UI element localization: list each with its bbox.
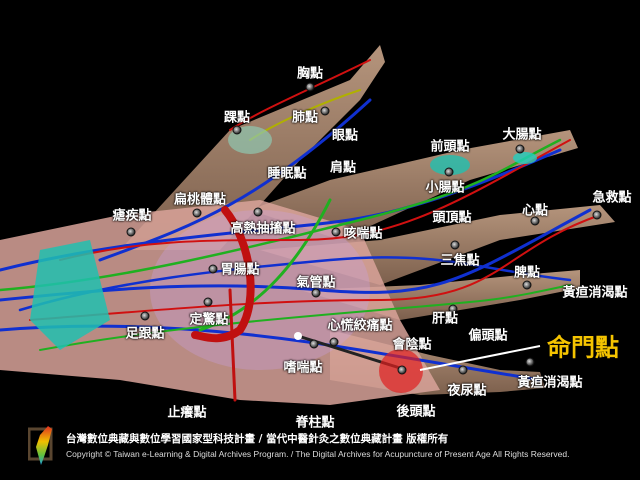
label-perineum: 會陰點 bbox=[392, 337, 432, 353]
acupoint-dot[interactable] bbox=[253, 207, 263, 217]
acupoint-dot[interactable] bbox=[444, 167, 454, 177]
label-first-aid: 急救點 bbox=[592, 190, 632, 206]
acupoint-dot[interactable] bbox=[592, 210, 602, 220]
label-sanjiao: 三焦點 bbox=[440, 253, 480, 269]
acupoint-dot[interactable] bbox=[331, 227, 341, 237]
copyright-english: Copyright © Taiwan e-Learning & Digital … bbox=[66, 449, 570, 459]
label-malaria: 瘧疾點 bbox=[112, 208, 152, 224]
acupoint-dot[interactable] bbox=[458, 365, 468, 375]
label-itch: 止癢點 bbox=[167, 405, 207, 421]
label-jaundice-2: 黃疸消渴點 bbox=[517, 375, 583, 391]
label-nocturia: 夜尿點 bbox=[447, 383, 487, 399]
acupoint-dot[interactable] bbox=[320, 106, 330, 116]
label-large-intestine: 大腸點 bbox=[502, 127, 542, 143]
acupoint-dot[interactable] bbox=[448, 304, 458, 314]
acupoint-dot[interactable] bbox=[397, 365, 407, 375]
label-high-fever: 高熱抽搐點 bbox=[230, 221, 296, 237]
label-liver: 肝點 bbox=[431, 311, 459, 327]
leader-line bbox=[419, 345, 541, 371]
label-ankle: 踝點 bbox=[223, 110, 251, 126]
label-shoulder: 肩點 bbox=[329, 160, 357, 176]
acupoint-dot[interactable] bbox=[126, 227, 136, 237]
acupoint-dot[interactable] bbox=[140, 311, 150, 321]
label-eye: 眼點 bbox=[331, 128, 359, 144]
acupoint-dot[interactable] bbox=[515, 144, 525, 154]
label-angina: 心慌絞痛點 bbox=[327, 318, 393, 334]
index-finger bbox=[250, 130, 578, 240]
label-cough: 咳喘點 bbox=[343, 226, 383, 242]
acupoint-dot[interactable] bbox=[232, 125, 242, 135]
label-vertex: 頭頂點 bbox=[432, 210, 472, 226]
label-sleep: 睡眠點 bbox=[267, 166, 307, 182]
acupoint-dot[interactable] bbox=[309, 339, 319, 349]
copyright-chinese: 台灣數位典藏與數位學習國家型科技計畫 / 當代中醫針灸之數位典藏計畫 版權所有 bbox=[66, 433, 449, 445]
label-stomach: 胃腸點 bbox=[220, 262, 260, 278]
label-calm: 定驚點 bbox=[189, 312, 229, 328]
acupoint-dot[interactable] bbox=[530, 216, 540, 226]
label-small-intestine: 小腸點 bbox=[425, 180, 465, 196]
taiwan-logo-icon bbox=[28, 426, 53, 465]
label-chest: 胸點 bbox=[296, 66, 324, 82]
acupoint-dot[interactable] bbox=[450, 240, 460, 250]
label-heel: 足跟點 bbox=[125, 326, 165, 342]
label-asthma: 嗜喘點 bbox=[283, 360, 323, 376]
acupoint-dot[interactable] bbox=[203, 297, 213, 307]
acupoint-dot[interactable] bbox=[208, 264, 218, 274]
label-occiput: 後頭點 bbox=[396, 404, 436, 420]
label-migraine: 偏頭點 bbox=[468, 328, 508, 344]
acupoint-dot[interactable] bbox=[525, 357, 535, 367]
label-trachea: 氣管點 bbox=[296, 275, 336, 291]
label-spleen: 脾點 bbox=[513, 265, 541, 281]
label-tonsil: 扁桃體點 bbox=[173, 192, 227, 208]
palm bbox=[0, 200, 440, 405]
label-jaundice-1: 黃疸消渴點 bbox=[562, 285, 628, 301]
acupoint-dot[interactable] bbox=[329, 337, 339, 347]
label-lung: 肺點 bbox=[291, 110, 319, 126]
label-forehead: 前頭點 bbox=[430, 139, 470, 155]
label-mingmen-highlight: 命門點 bbox=[547, 333, 619, 362]
acupoint-dot[interactable] bbox=[311, 288, 321, 298]
acupoint-dot[interactable] bbox=[522, 280, 532, 290]
label-heart: 心點 bbox=[521, 203, 549, 219]
acupoint-dot[interactable] bbox=[192, 208, 202, 218]
acupoint-dot[interactable] bbox=[305, 82, 315, 92]
label-spine: 脊柱點 bbox=[295, 415, 335, 431]
